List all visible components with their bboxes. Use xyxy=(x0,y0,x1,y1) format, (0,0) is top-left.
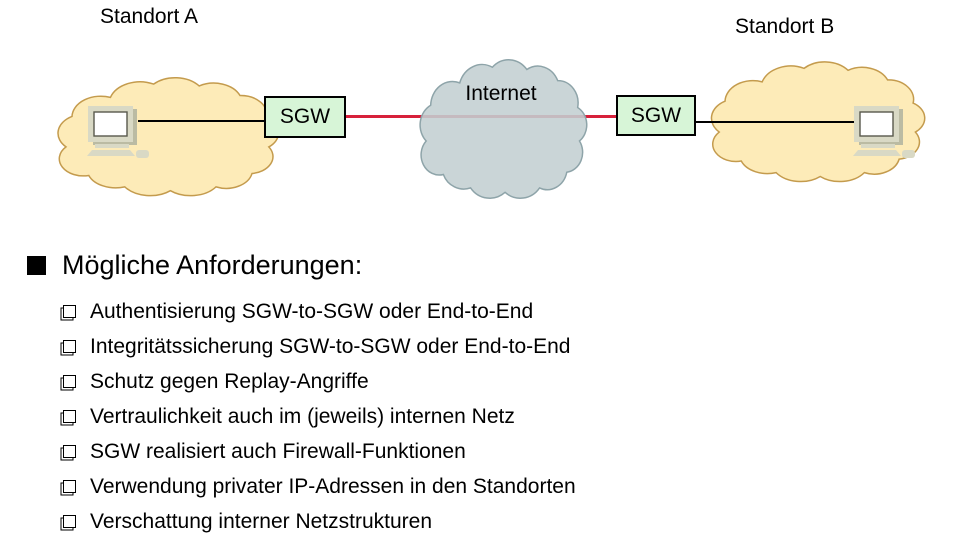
list-item: Authentisierung SGW-to-SGW oder End-to-E… xyxy=(63,294,576,329)
list-item: Vertraulichkeit auch im (jeweils) intern… xyxy=(63,399,576,434)
open-square-bullet-icon xyxy=(63,340,76,353)
open-square-bullet-icon xyxy=(63,515,76,528)
sgw-a-box-label: SGW xyxy=(279,105,331,128)
list-item-text: Integritätssicherung SGW-to-SGW oder End… xyxy=(90,334,571,358)
list-item-text: Schutz gegen Replay-Angriffe xyxy=(90,369,369,393)
section-heading: Mögliche Anforderungen: xyxy=(62,250,363,280)
heading-row: Mögliche Anforderungen: xyxy=(27,250,362,281)
filled-square-bullet-icon xyxy=(27,256,46,275)
list-item-text: Verschattung interner Netzstrukturen xyxy=(90,509,433,533)
list-item: Verwendung privater IP-Adressen in den S… xyxy=(63,469,576,504)
lan-line-a xyxy=(138,120,266,122)
site-a-label: Standort A xyxy=(100,5,199,28)
sgw-b-box-label: SGW xyxy=(630,103,682,127)
list-item: SGW realisiert auch Firewall-Funktionen xyxy=(63,434,576,469)
list-item: Schutz gegen Replay-Angriffe xyxy=(63,364,576,399)
computer-icon xyxy=(87,106,149,158)
site-b-label: Standort B xyxy=(735,15,835,38)
list-item-text: Verwendung privater IP-Adressen in den S… xyxy=(90,474,576,498)
list-item-text: Vertraulichkeit auch im (jeweils) intern… xyxy=(90,404,515,428)
list-item: Integritätssicherung SGW-to-SGW oder End… xyxy=(63,329,576,364)
open-square-bullet-icon xyxy=(63,410,76,423)
open-square-bullet-icon xyxy=(63,480,76,493)
requirements-list: Authentisierung SGW-to-SGW oder End-to-E… xyxy=(63,294,576,539)
site-a-cloud xyxy=(42,66,288,204)
internet-cloud xyxy=(408,46,594,208)
open-square-bullet-icon xyxy=(63,305,76,318)
lan-line-b xyxy=(694,121,856,123)
open-square-bullet-icon xyxy=(63,445,76,458)
open-square-bullet-icon xyxy=(63,375,76,388)
sgw-a-box: SGW xyxy=(264,96,346,138)
sgw-b-box: SGW xyxy=(616,95,696,136)
list-item-text: SGW realisiert auch Firewall-Funktionen xyxy=(90,439,466,463)
computer-icon xyxy=(853,106,915,158)
list-item: Verschattung interner Netzstrukturen xyxy=(63,504,576,539)
list-item-text: Authentisierung SGW-to-SGW oder End-to-E… xyxy=(90,299,534,323)
internet-label: Internet xyxy=(465,82,537,105)
